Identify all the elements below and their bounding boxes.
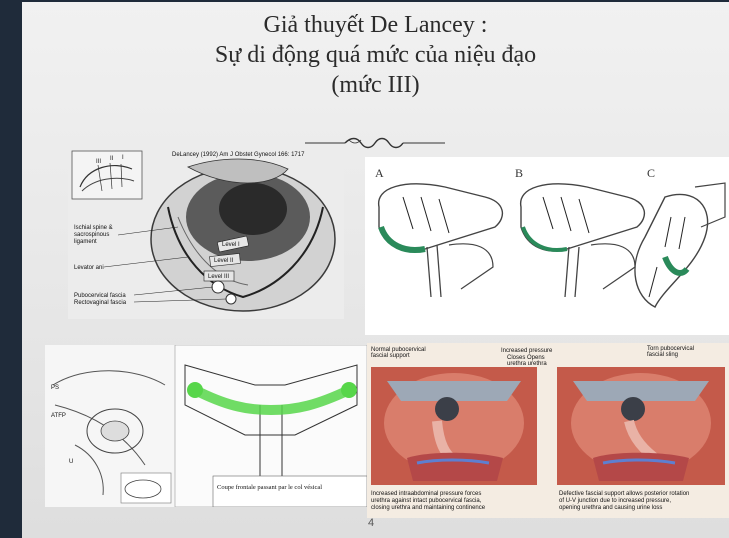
caption-left-3: closing urethra and maintaining continen… bbox=[371, 505, 486, 511]
caption-right-1: Defective fascial support allows posteri… bbox=[559, 491, 689, 497]
panel-label-c: C bbox=[647, 166, 655, 180]
abc-diagram: A B C bbox=[365, 157, 729, 335]
label-atfp: ATFP bbox=[51, 413, 66, 419]
slide-title: Giả thuyết De Lancey : Sự di động quá mứ… bbox=[22, 10, 729, 100]
label-ischial-1: Ischial spine & bbox=[74, 225, 113, 231]
caption-right-2: of U-V junction due to increased pressur… bbox=[559, 498, 671, 504]
level-tag-1: Level I bbox=[222, 242, 240, 248]
coronal-section-figure: PS ATFP U Coupe frontale passant par le … bbox=[45, 345, 367, 507]
page-number: 4 bbox=[368, 517, 374, 529]
delancey-figure: DeLancey (1992) Am J Obstet Gynecol 166:… bbox=[68, 147, 344, 319]
title-line-2: Sự di động quá mức của niệu đạo bbox=[22, 40, 729, 70]
label-urethra: urethra urethra bbox=[507, 361, 547, 367]
label-normal-support-2: fascial support bbox=[371, 353, 410, 359]
title-line-1: Giả thuyết De Lancey : bbox=[22, 10, 729, 40]
coronal-caption: Coupe frontale passant par le col vésica… bbox=[217, 484, 322, 491]
label-levator: Levator ani bbox=[74, 265, 104, 271]
label-ischial-2: sacrospinous bbox=[74, 232, 109, 238]
label-rectovaginal: Rectovaginal fascia bbox=[74, 300, 127, 306]
panel-label-b: B bbox=[515, 166, 523, 180]
label-ps: PS bbox=[51, 385, 59, 391]
citation-text: DeLancey (1992) Am J Obstet Gynecol 166:… bbox=[172, 152, 305, 158]
label-u: U bbox=[69, 459, 73, 465]
panel-label-a: A bbox=[375, 166, 384, 180]
level-tag-3: Level III bbox=[208, 274, 229, 280]
label-increased-pressure: Increased pressure bbox=[501, 348, 553, 354]
caption-right-3: opening urethra and causing urine loss bbox=[559, 505, 662, 511]
label-pubocervical: Pubocervical fascia bbox=[74, 293, 126, 299]
fascial-support-figure: Normal pubocervical fascial support Incr… bbox=[367, 343, 729, 518]
level-tag-2: Level II bbox=[214, 258, 234, 264]
title-line-3: (mức III) bbox=[22, 70, 729, 100]
caption-left-2: urethra against intact pubocervical fasc… bbox=[371, 498, 482, 504]
level-ii-label: II bbox=[110, 156, 114, 162]
label-ischial-3: ligament bbox=[74, 239, 97, 245]
caption-left-1: Increased intraabdominal pressure forces bbox=[371, 491, 481, 497]
slide: Giả thuyết De Lancey : Sự di động quá mứ… bbox=[22, 2, 729, 538]
level-iii-label: III bbox=[96, 159, 101, 165]
label-torn-2: fascial sling bbox=[647, 352, 678, 358]
